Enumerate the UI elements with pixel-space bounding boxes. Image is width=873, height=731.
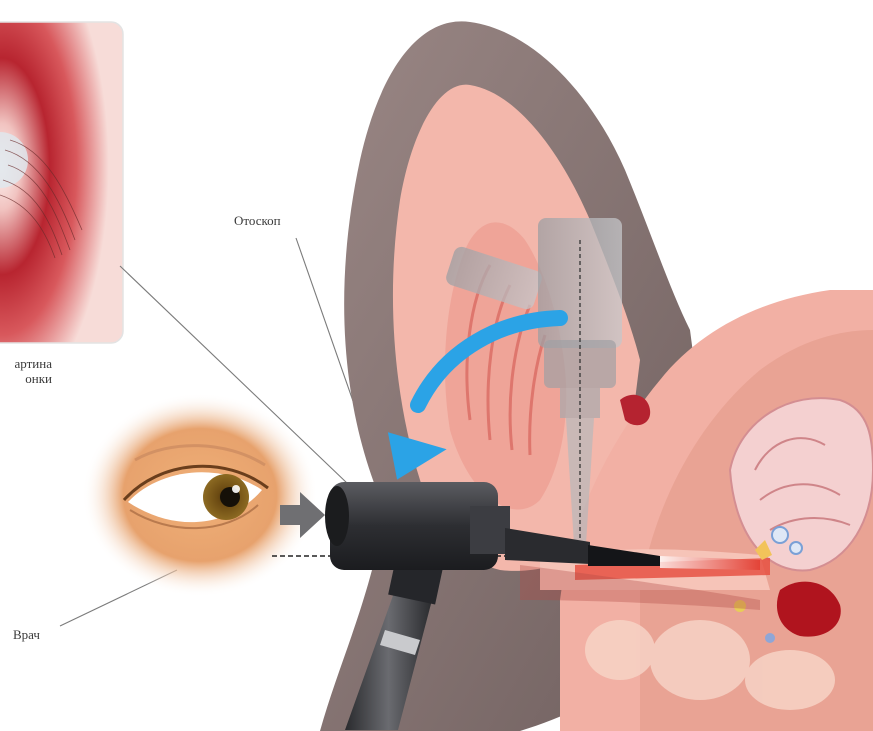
inset-caption-line-2: онки (0, 371, 52, 386)
inset-caption-line-1: артина (0, 356, 52, 371)
otoscope-label: Отоскоп (234, 213, 281, 228)
doctor-label: Врач (13, 627, 40, 642)
eardrum-inset (0, 22, 123, 343)
doctor-eye (82, 393, 318, 597)
inset-caption: артина онки (0, 356, 52, 386)
